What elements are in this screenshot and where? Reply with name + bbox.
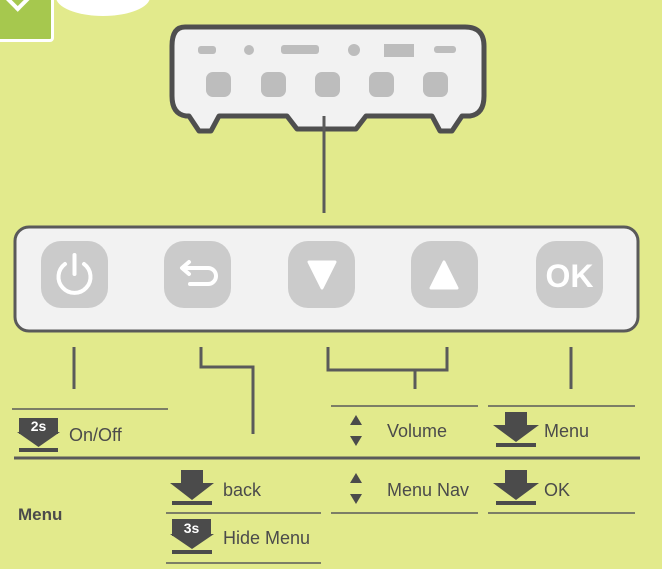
- device-port-2: [384, 44, 414, 57]
- label-menu: Menu: [544, 421, 590, 441]
- device-led-4: [434, 46, 456, 53]
- press-icon-ok: [493, 470, 539, 505]
- svg-text:2s: 2s: [31, 418, 47, 434]
- press-icon-menu: [493, 412, 539, 447]
- label-on-off: On/Off: [69, 425, 122, 445]
- updown-arrows-icon-menu-nav: [350, 473, 362, 504]
- corner-tab: [0, 0, 54, 42]
- device-button-1: [206, 72, 231, 97]
- device-button-3: [315, 72, 340, 97]
- label-menu-section: Menu: [18, 505, 63, 524]
- triangle-up-icon: [429, 260, 459, 290]
- updown-arrows-icon-volume: [350, 415, 362, 446]
- device-led-3: [348, 44, 360, 56]
- corner-blot: [56, 0, 150, 16]
- ok-button[interactable]: [536, 241, 603, 308]
- ok-button-label: OK: [546, 258, 594, 294]
- press-2s-icon: 2s: [17, 418, 60, 452]
- device-button-2: [261, 72, 286, 97]
- label-ok: OK: [544, 480, 571, 500]
- press-3s-icon: 3s: [170, 519, 214, 554]
- device-port-1: [281, 45, 319, 54]
- table-rules: [12, 405, 635, 564]
- label-hide-menu: Hide Menu: [223, 528, 311, 548]
- device-button-5: [423, 72, 448, 97]
- label-menu-nav: Menu Nav: [387, 480, 470, 500]
- triangle-down-icon: [307, 260, 337, 290]
- svg-text:3s: 3s: [184, 520, 200, 536]
- device-button-4: [369, 72, 394, 97]
- device-led-1: [198, 46, 216, 54]
- label-volume: Volume: [387, 421, 448, 441]
- return-icon: [180, 260, 218, 286]
- device-led-2: [244, 45, 254, 55]
- power-icon: [56, 253, 93, 295]
- connector-lines: [72, 347, 573, 434]
- label-back: back: [223, 480, 262, 500]
- press-icon-back: [170, 470, 214, 505]
- back-button[interactable]: [164, 241, 231, 308]
